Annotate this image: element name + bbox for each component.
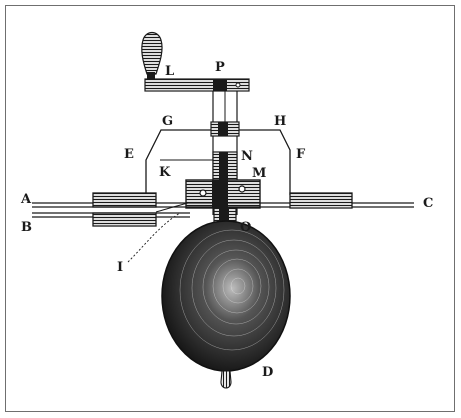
upper-collar-shade	[218, 122, 228, 136]
cord-i-upper	[155, 202, 189, 213]
label-n: N	[241, 149, 253, 164]
clamp-screw-right	[238, 185, 246, 193]
crank-hub	[213, 79, 227, 91]
label-k: K	[159, 165, 171, 180]
label-p: P	[215, 60, 225, 75]
label-e: E	[124, 147, 134, 162]
engraving-diagram: A B C D E F G H I K L M N O P	[5, 5, 455, 412]
bob-drop	[220, 370, 232, 389]
cord-i-dotted	[127, 212, 181, 263]
label-f: F	[296, 147, 306, 162]
inner-post-shade	[219, 152, 228, 182]
label-l: L	[165, 64, 174, 79]
crank-arm	[144, 78, 250, 92]
left-weight-upper	[92, 192, 157, 208]
label-m: M	[252, 166, 266, 181]
bob-rings	[179, 229, 285, 351]
crank-pin	[235, 82, 241, 88]
label-d: D	[262, 365, 273, 380]
label-h: H	[274, 114, 286, 129]
frame-wire-gh	[145, 129, 291, 195]
label-a: A	[20, 192, 32, 207]
clamp-screw-left	[199, 189, 207, 197]
clamp-block-shade	[212, 180, 228, 208]
label-b: B	[21, 220, 32, 235]
left-weight-lower	[92, 212, 157, 227]
label-i: I	[117, 260, 123, 275]
right-weight	[289, 192, 353, 209]
label-o: O	[240, 220, 251, 235]
label-c: C	[423, 196, 433, 211]
label-g: G	[162, 114, 173, 129]
crank-knob	[141, 31, 163, 75]
